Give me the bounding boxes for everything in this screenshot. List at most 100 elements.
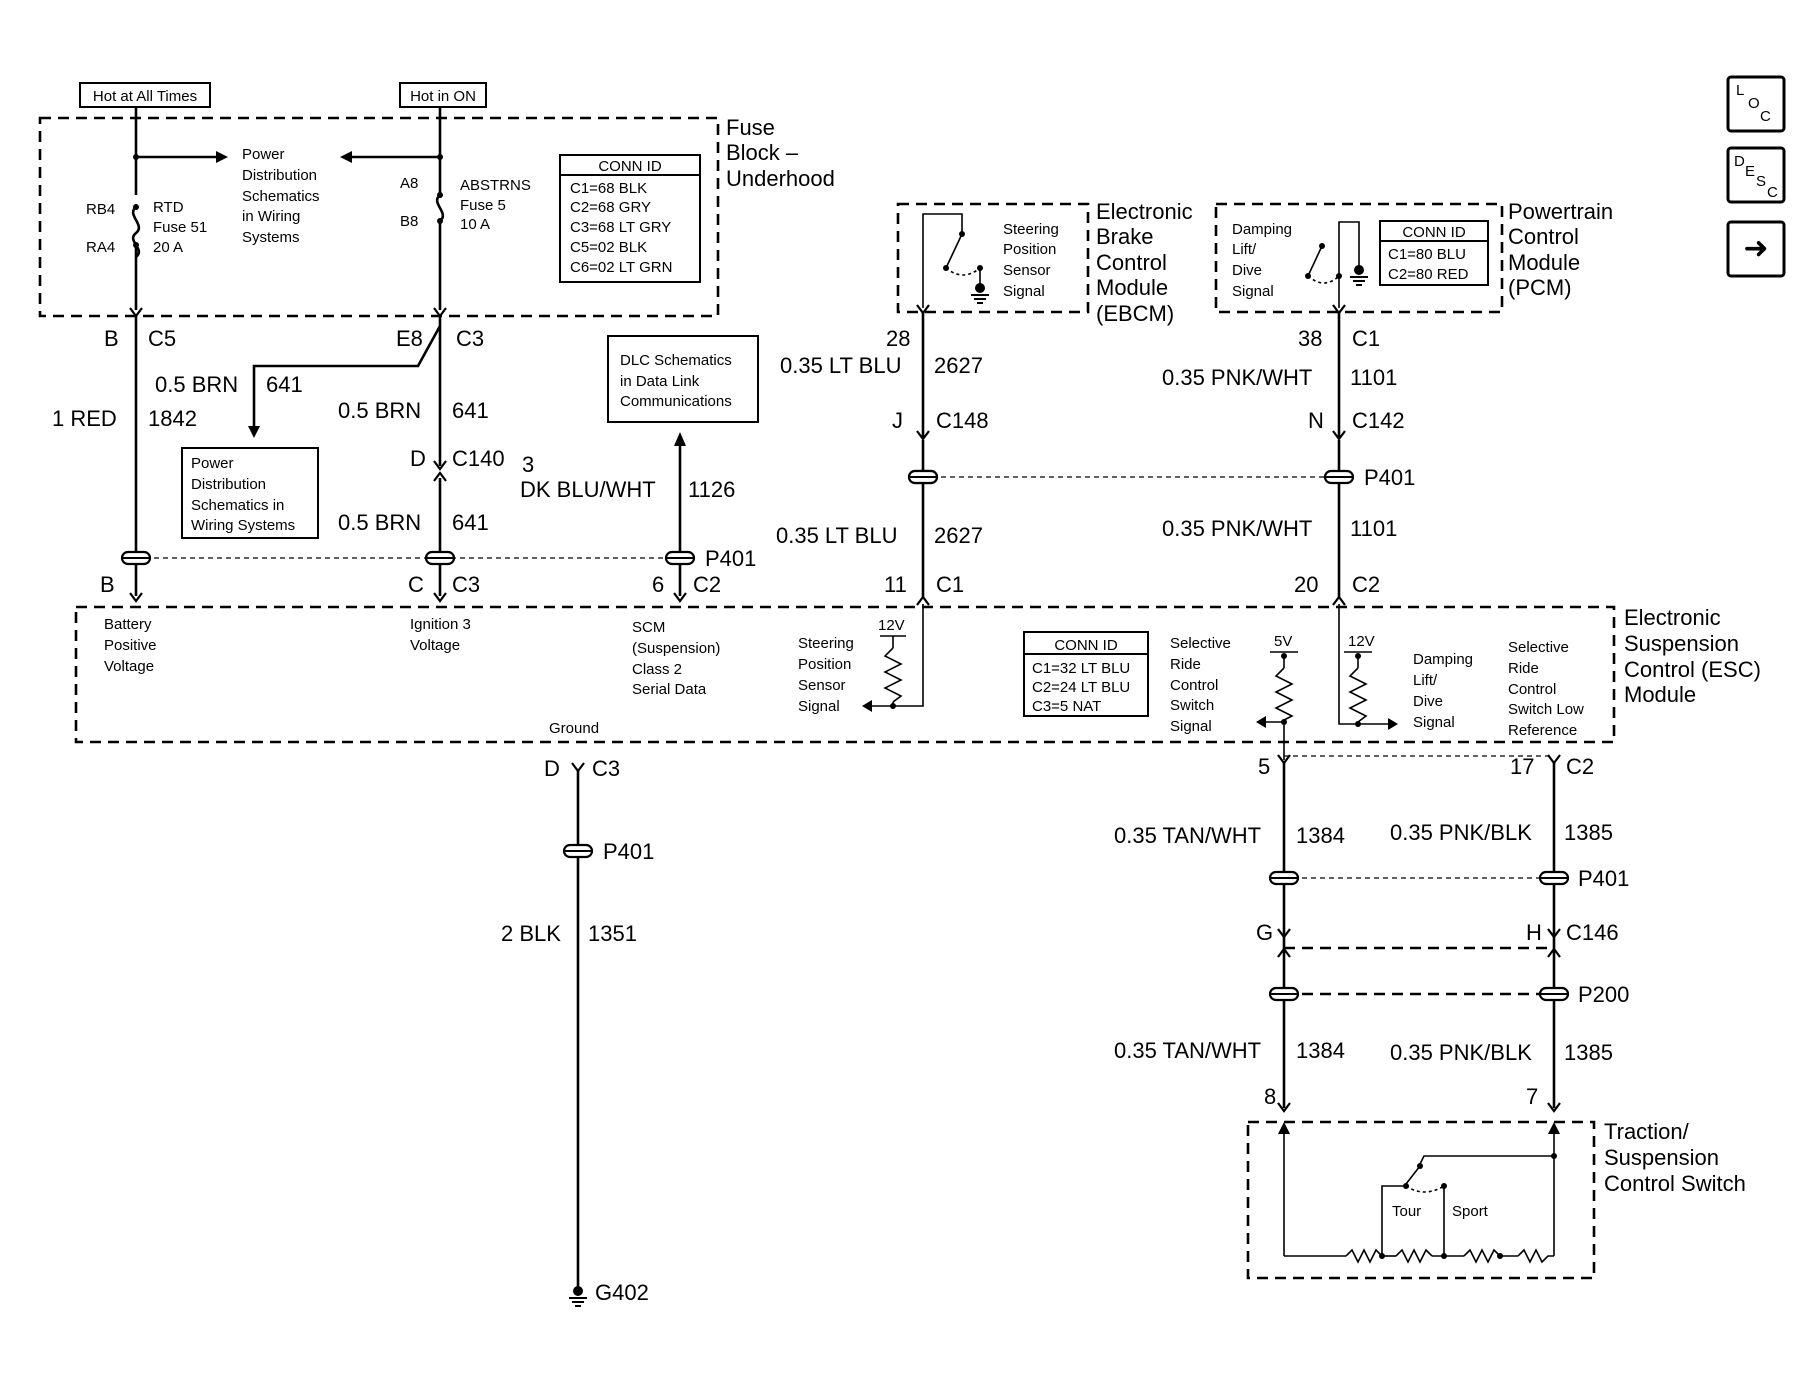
svg-text:Underhood: Underhood xyxy=(726,166,835,191)
svg-text:C2=68 GRY: C2=68 GRY xyxy=(570,199,651,216)
svg-text:0.35 LT BLU: 0.35 LT BLU xyxy=(780,353,901,378)
svg-text:P401: P401 xyxy=(603,839,654,864)
pcm-conn-id-table: CONN ID C1=80 BLU C2=80 RED xyxy=(1379,220,1489,286)
svg-text:Distribution: Distribution xyxy=(191,476,266,493)
svg-text:Control: Control xyxy=(1096,250,1167,275)
fuse-icon xyxy=(435,193,445,223)
esc-conn-id-table: CONN ID C1=32 LT BLU C2=24 LT BLU C3=5 N… xyxy=(1023,631,1149,717)
svg-text:Position: Position xyxy=(1003,241,1056,258)
svg-text:Block –: Block – xyxy=(726,140,799,165)
svg-text:Signal: Signal xyxy=(1232,283,1274,300)
svg-text:Traction/: Traction/ xyxy=(1604,1119,1690,1144)
svg-text:Damping: Damping xyxy=(1413,651,1473,668)
svg-text:Sensor: Sensor xyxy=(1003,262,1051,279)
svg-text:28: 28 xyxy=(886,326,910,351)
svg-text:P401: P401 xyxy=(1578,866,1629,891)
svg-text:G402: G402 xyxy=(595,1280,649,1305)
svg-text:B8: B8 xyxy=(400,213,418,230)
svg-text:C142: C142 xyxy=(1352,408,1405,433)
svg-text:D: D xyxy=(410,446,426,471)
svg-text:P200: P200 xyxy=(1578,982,1629,1007)
svg-text:C: C xyxy=(1767,184,1778,201)
svg-text:Electronic: Electronic xyxy=(1624,605,1721,630)
svg-text:Ride: Ride xyxy=(1170,656,1201,673)
svg-text:E: E xyxy=(1745,163,1755,180)
svg-text:O: O xyxy=(1748,95,1760,112)
svg-text:L: L xyxy=(1736,82,1744,99)
svg-text:Voltage: Voltage xyxy=(410,637,460,654)
svg-text:0.5 BRN: 0.5 BRN xyxy=(338,398,421,423)
svg-text:Ground: Ground xyxy=(549,720,599,737)
svg-text:C148: C148 xyxy=(936,408,989,433)
svg-text:Module: Module xyxy=(1508,250,1580,275)
svg-text:C146: C146 xyxy=(1566,920,1619,945)
svg-text:RTD: RTD xyxy=(153,199,184,216)
svg-text:0.35 TAN/WHT: 0.35 TAN/WHT xyxy=(1114,823,1261,848)
svg-text:5V: 5V xyxy=(1274,633,1292,650)
svg-text:Signal: Signal xyxy=(1003,283,1045,300)
svg-text:in Wiring: in Wiring xyxy=(242,208,300,225)
description-button[interactable]: D E S C xyxy=(1726,146,1786,204)
svg-text:Electronic: Electronic xyxy=(1096,199,1193,224)
svg-text:RB4: RB4 xyxy=(86,201,115,218)
hot-in-on-label: Hot in ON xyxy=(399,82,487,108)
ground-icon xyxy=(1349,276,1369,286)
svg-text:Powertrain: Powertrain xyxy=(1508,199,1613,224)
svg-text:10 A: 10 A xyxy=(460,216,490,233)
svg-text:1101: 1101 xyxy=(1350,365,1397,390)
svg-text:SCM: SCM xyxy=(632,619,665,636)
svg-text:0.35 PNK/BLK: 0.35 PNK/BLK xyxy=(1390,1040,1532,1065)
svg-text:Sensor: Sensor xyxy=(798,677,846,694)
svg-text:0.5 BRN: 0.5 BRN xyxy=(155,372,238,397)
svg-text:C1=68 BLK: C1=68 BLK xyxy=(570,180,647,197)
svg-text:(PCM): (PCM) xyxy=(1508,275,1572,300)
location-button[interactable]: L O C xyxy=(1726,75,1786,133)
svg-text:Switch Low: Switch Low xyxy=(1508,701,1584,718)
svg-text:2627: 2627 xyxy=(934,353,983,378)
svg-text:D: D xyxy=(544,756,560,781)
svg-text:N: N xyxy=(1308,408,1324,433)
svg-text:P401: P401 xyxy=(1364,465,1415,490)
svg-text:C1=32 LT BLU: C1=32 LT BLU xyxy=(1032,660,1130,677)
svg-text:Selective: Selective xyxy=(1170,635,1231,652)
svg-text:C5=02 BLK: C5=02 BLK xyxy=(570,239,647,256)
svg-text:Lift/: Lift/ xyxy=(1413,672,1438,689)
svg-text:Fuse: Fuse xyxy=(726,115,775,140)
svg-text:Schematics: Schematics xyxy=(242,188,320,205)
svg-text:1384: 1384 xyxy=(1296,1038,1345,1063)
svg-text:Power: Power xyxy=(242,146,285,163)
hot-at-all-times-label: Hot at All Times xyxy=(79,82,211,108)
svg-text:1842: 1842 xyxy=(148,406,197,431)
svg-text:Hot at All Times: Hot at All Times xyxy=(93,88,197,105)
svg-text:H: H xyxy=(1526,920,1542,945)
switch-circuits: 5 17 C2 0.35 TAN/WHT 1384 0.35 PNK/BLK 1… xyxy=(1114,753,1629,1113)
svg-text:1385: 1385 xyxy=(1564,1040,1613,1065)
svg-text:C: C xyxy=(1760,108,1771,125)
svg-text:P401: P401 xyxy=(705,546,756,571)
resistor-icon xyxy=(1463,1248,1501,1264)
svg-text:Dive: Dive xyxy=(1232,262,1262,279)
svg-text:Battery: Battery xyxy=(104,616,152,633)
svg-text:(Suspension): (Suspension) xyxy=(632,640,720,657)
svg-text:1384: 1384 xyxy=(1296,823,1345,848)
svg-text:Fuse 5: Fuse 5 xyxy=(460,197,506,214)
svg-text:C3: C3 xyxy=(592,756,620,781)
svg-text:0.35 PNK/WHT: 0.35 PNK/WHT xyxy=(1162,516,1312,541)
svg-text:Serial Data: Serial Data xyxy=(632,681,707,698)
svg-text:Systems: Systems xyxy=(242,229,300,246)
svg-text:Signal: Signal xyxy=(798,698,840,715)
svg-text:C5: C5 xyxy=(148,326,176,351)
switch-icon xyxy=(1307,245,1323,277)
svg-text:Voltage: Voltage xyxy=(104,658,154,675)
switch-icon xyxy=(945,233,963,269)
svg-text:S: S xyxy=(1756,173,1766,190)
svg-text:0.35 PNK/WHT: 0.35 PNK/WHT xyxy=(1162,365,1312,390)
svg-text:ABSTRNS: ABSTRNS xyxy=(460,177,531,194)
svg-text:CONN ID: CONN ID xyxy=(1402,224,1466,241)
svg-text:Control Switch: Control Switch xyxy=(1604,1171,1746,1196)
svg-text:7: 7 xyxy=(1526,1084,1538,1109)
next-page-button[interactable]: ➜ xyxy=(1726,220,1786,278)
resistor-icon xyxy=(1517,1248,1554,1264)
svg-text:5: 5 xyxy=(1258,754,1270,779)
svg-text:Hot in ON: Hot in ON xyxy=(410,88,476,105)
